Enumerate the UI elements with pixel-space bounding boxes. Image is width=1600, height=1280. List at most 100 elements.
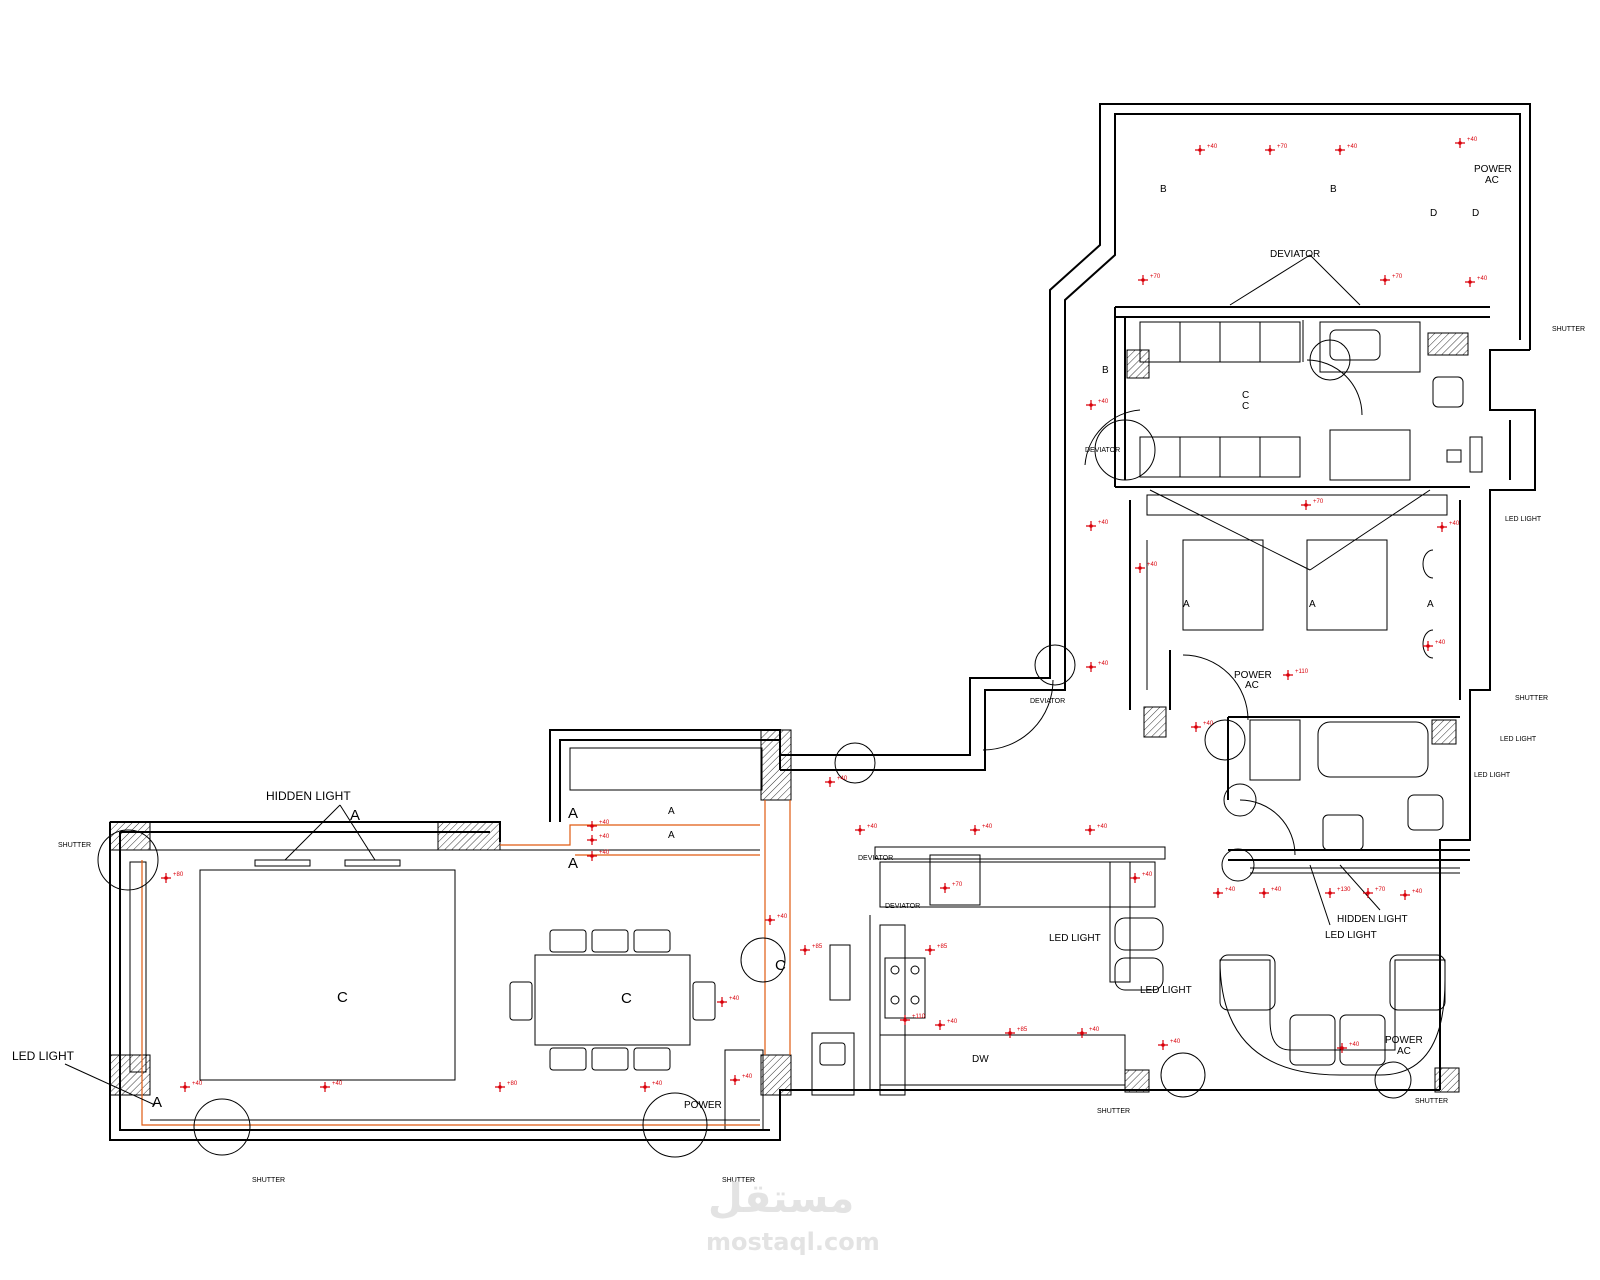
electrical-marker: +80 xyxy=(161,872,184,883)
electrical-marker: +85 xyxy=(1005,1027,1028,1038)
marker-height-label: +40 xyxy=(1412,889,1423,895)
electrical-marker: +40 xyxy=(717,996,740,1007)
svg-text:C: C xyxy=(337,989,348,1006)
svg-text:A: A xyxy=(350,807,360,824)
svg-text:B: B xyxy=(1330,184,1337,195)
electrical-marker: +40 xyxy=(1423,640,1446,651)
marker-height-label: +70 xyxy=(1392,274,1403,280)
wm-box xyxy=(929,854,981,906)
label-led-light-right-2: LED LIGHT xyxy=(1500,736,1537,743)
bedroom-area xyxy=(1114,306,1490,861)
marker-height-label: +40 xyxy=(599,820,610,826)
electrical-marker: +40 xyxy=(1465,276,1488,287)
marker-height-label: +80 xyxy=(507,1081,518,1087)
marker-height-label: +110 xyxy=(912,1014,926,1020)
marker-height-label: +85 xyxy=(937,944,948,950)
electrical-markers: +40 +40 +40 +80 +40 +40 +80 +40 +40 +40 +40 +85 +40 +… xyxy=(161,137,1488,1092)
electrical-marker: +40 xyxy=(1158,1039,1181,1050)
marker-height-label: +40 xyxy=(1147,562,1158,568)
text-labels: HIDDEN LIGHT LED LIGHT LED LIGHT LED LIG… xyxy=(12,164,1585,1184)
svg-text:D: D xyxy=(1472,208,1479,219)
label-shutter-bottom-mid: SHUTTER xyxy=(722,1177,755,1184)
svg-text:A: A xyxy=(568,855,578,872)
electrical-marker: +40 xyxy=(1213,887,1236,898)
label-led-light-kitchen: LED LIGHT xyxy=(1049,933,1101,944)
marker-height-label: +40 xyxy=(1349,1042,1360,1048)
marker-height-label: +40 xyxy=(729,996,740,1002)
marker-height-label: +70 xyxy=(1313,499,1324,505)
electrical-marker: +85 xyxy=(800,944,823,955)
dining-chairs xyxy=(509,929,716,1071)
label-power-top: POWER xyxy=(1474,164,1512,175)
label-deviator-corridor: DEVIATOR xyxy=(1030,698,1065,705)
marker-height-label: +40 xyxy=(1271,887,1282,893)
mostaql-watermark: مستقل mostaql.com xyxy=(706,1176,880,1256)
svg-text:A: A xyxy=(668,806,675,817)
electrical-marker: +40 xyxy=(1195,144,1218,155)
marker-height-label: +40 xyxy=(867,824,878,830)
marker-height-label: +40 xyxy=(1225,887,1236,893)
electrical-marker: +40 xyxy=(935,1019,958,1030)
marker-height-label: +40 xyxy=(1467,137,1478,143)
electrical-marker: +70 xyxy=(1363,887,1386,898)
electrical-marker: +40 xyxy=(765,914,788,925)
electrical-marker: +40 xyxy=(730,1074,753,1085)
marker-height-label: +40 xyxy=(1449,521,1460,527)
svg-text:A: A xyxy=(152,1094,162,1111)
label-shutter-right-2: SHUTTER xyxy=(1515,695,1548,702)
label-power-living: POWER xyxy=(1385,1035,1423,1046)
dining-table xyxy=(534,954,691,1046)
svg-text:A: A xyxy=(1183,599,1190,610)
electrical-marker: +130 xyxy=(1325,887,1351,898)
label-power-bottom: POWER xyxy=(684,1100,722,1111)
marker-height-label: +40 xyxy=(837,776,848,782)
marker-height-label: +40 xyxy=(1089,1027,1100,1033)
callout-circles xyxy=(97,339,1412,1158)
electrical-marker: +40 xyxy=(1086,520,1109,531)
svg-text:A: A xyxy=(1427,599,1434,610)
label-led-light-right-3: LED LIGHT xyxy=(1474,772,1511,779)
electrical-marker: +40 xyxy=(1086,399,1109,410)
marker-height-label: +70 xyxy=(1375,887,1386,893)
electrical-marker: +70 xyxy=(940,882,963,893)
structural-columns xyxy=(109,332,1469,1096)
electrical-marker: +110 xyxy=(1283,669,1309,680)
marker-height-label: +70 xyxy=(1150,274,1161,280)
electrical-marker: +80 xyxy=(495,1081,518,1092)
label-shutter-bottom-left: SHUTTER xyxy=(252,1177,285,1184)
marker-height-label: +130 xyxy=(1337,887,1351,893)
label-shutter-right-1: SHUTTER xyxy=(1552,326,1585,333)
marker-height-label: +40 xyxy=(1203,721,1214,727)
electrical-marker: +70 xyxy=(1301,499,1324,510)
label-deviator-kitchen-2: DEVIATOR xyxy=(885,903,920,910)
bed-right xyxy=(1306,539,1388,631)
marker-height-label: +80 xyxy=(173,872,184,878)
label-hidden-light-left: HIDDEN LIGHT xyxy=(266,789,351,803)
label-hidden-light-right: HIDDEN LIGHT xyxy=(1337,914,1408,925)
electrical-marker: +40 xyxy=(180,1081,203,1092)
leader-lines xyxy=(64,254,1431,1106)
marker-height-label: +40 xyxy=(982,824,993,830)
label-led-light-left: LED LIGHT xyxy=(12,1049,75,1063)
lounge xyxy=(1219,867,1460,1076)
electrical-marker: +85 xyxy=(925,944,948,955)
svg-text:C: C xyxy=(1242,401,1249,412)
marker-height-label: +40 xyxy=(1435,640,1446,646)
label-ac-living: AC xyxy=(1397,1046,1411,1057)
marker-height-label: +40 xyxy=(1098,399,1109,405)
electrical-marker: +40 xyxy=(1400,889,1423,900)
svg-text:A: A xyxy=(1309,599,1316,610)
svg-text:A: A xyxy=(668,830,675,841)
doors xyxy=(982,320,1363,856)
svg-text:مستقل: مستقل xyxy=(708,1176,854,1222)
label-led-light-right-1: LED LIGHT xyxy=(1505,516,1542,523)
electrical-marker: +110 xyxy=(900,1014,926,1025)
zone-letters: A A A A A A A A A B B B C C C C C D D xyxy=(152,184,1479,1111)
electrical-marker: +40 xyxy=(855,824,878,835)
electrical-marker: +40 xyxy=(1437,521,1460,532)
marker-height-label: +85 xyxy=(1017,1027,1028,1033)
label-deviator-kitchen-1: DEVIATOR xyxy=(858,855,893,862)
svg-text:mostaql.com: mostaql.com xyxy=(706,1228,880,1256)
kitchen xyxy=(811,846,1166,1096)
svg-text:A: A xyxy=(568,805,578,822)
